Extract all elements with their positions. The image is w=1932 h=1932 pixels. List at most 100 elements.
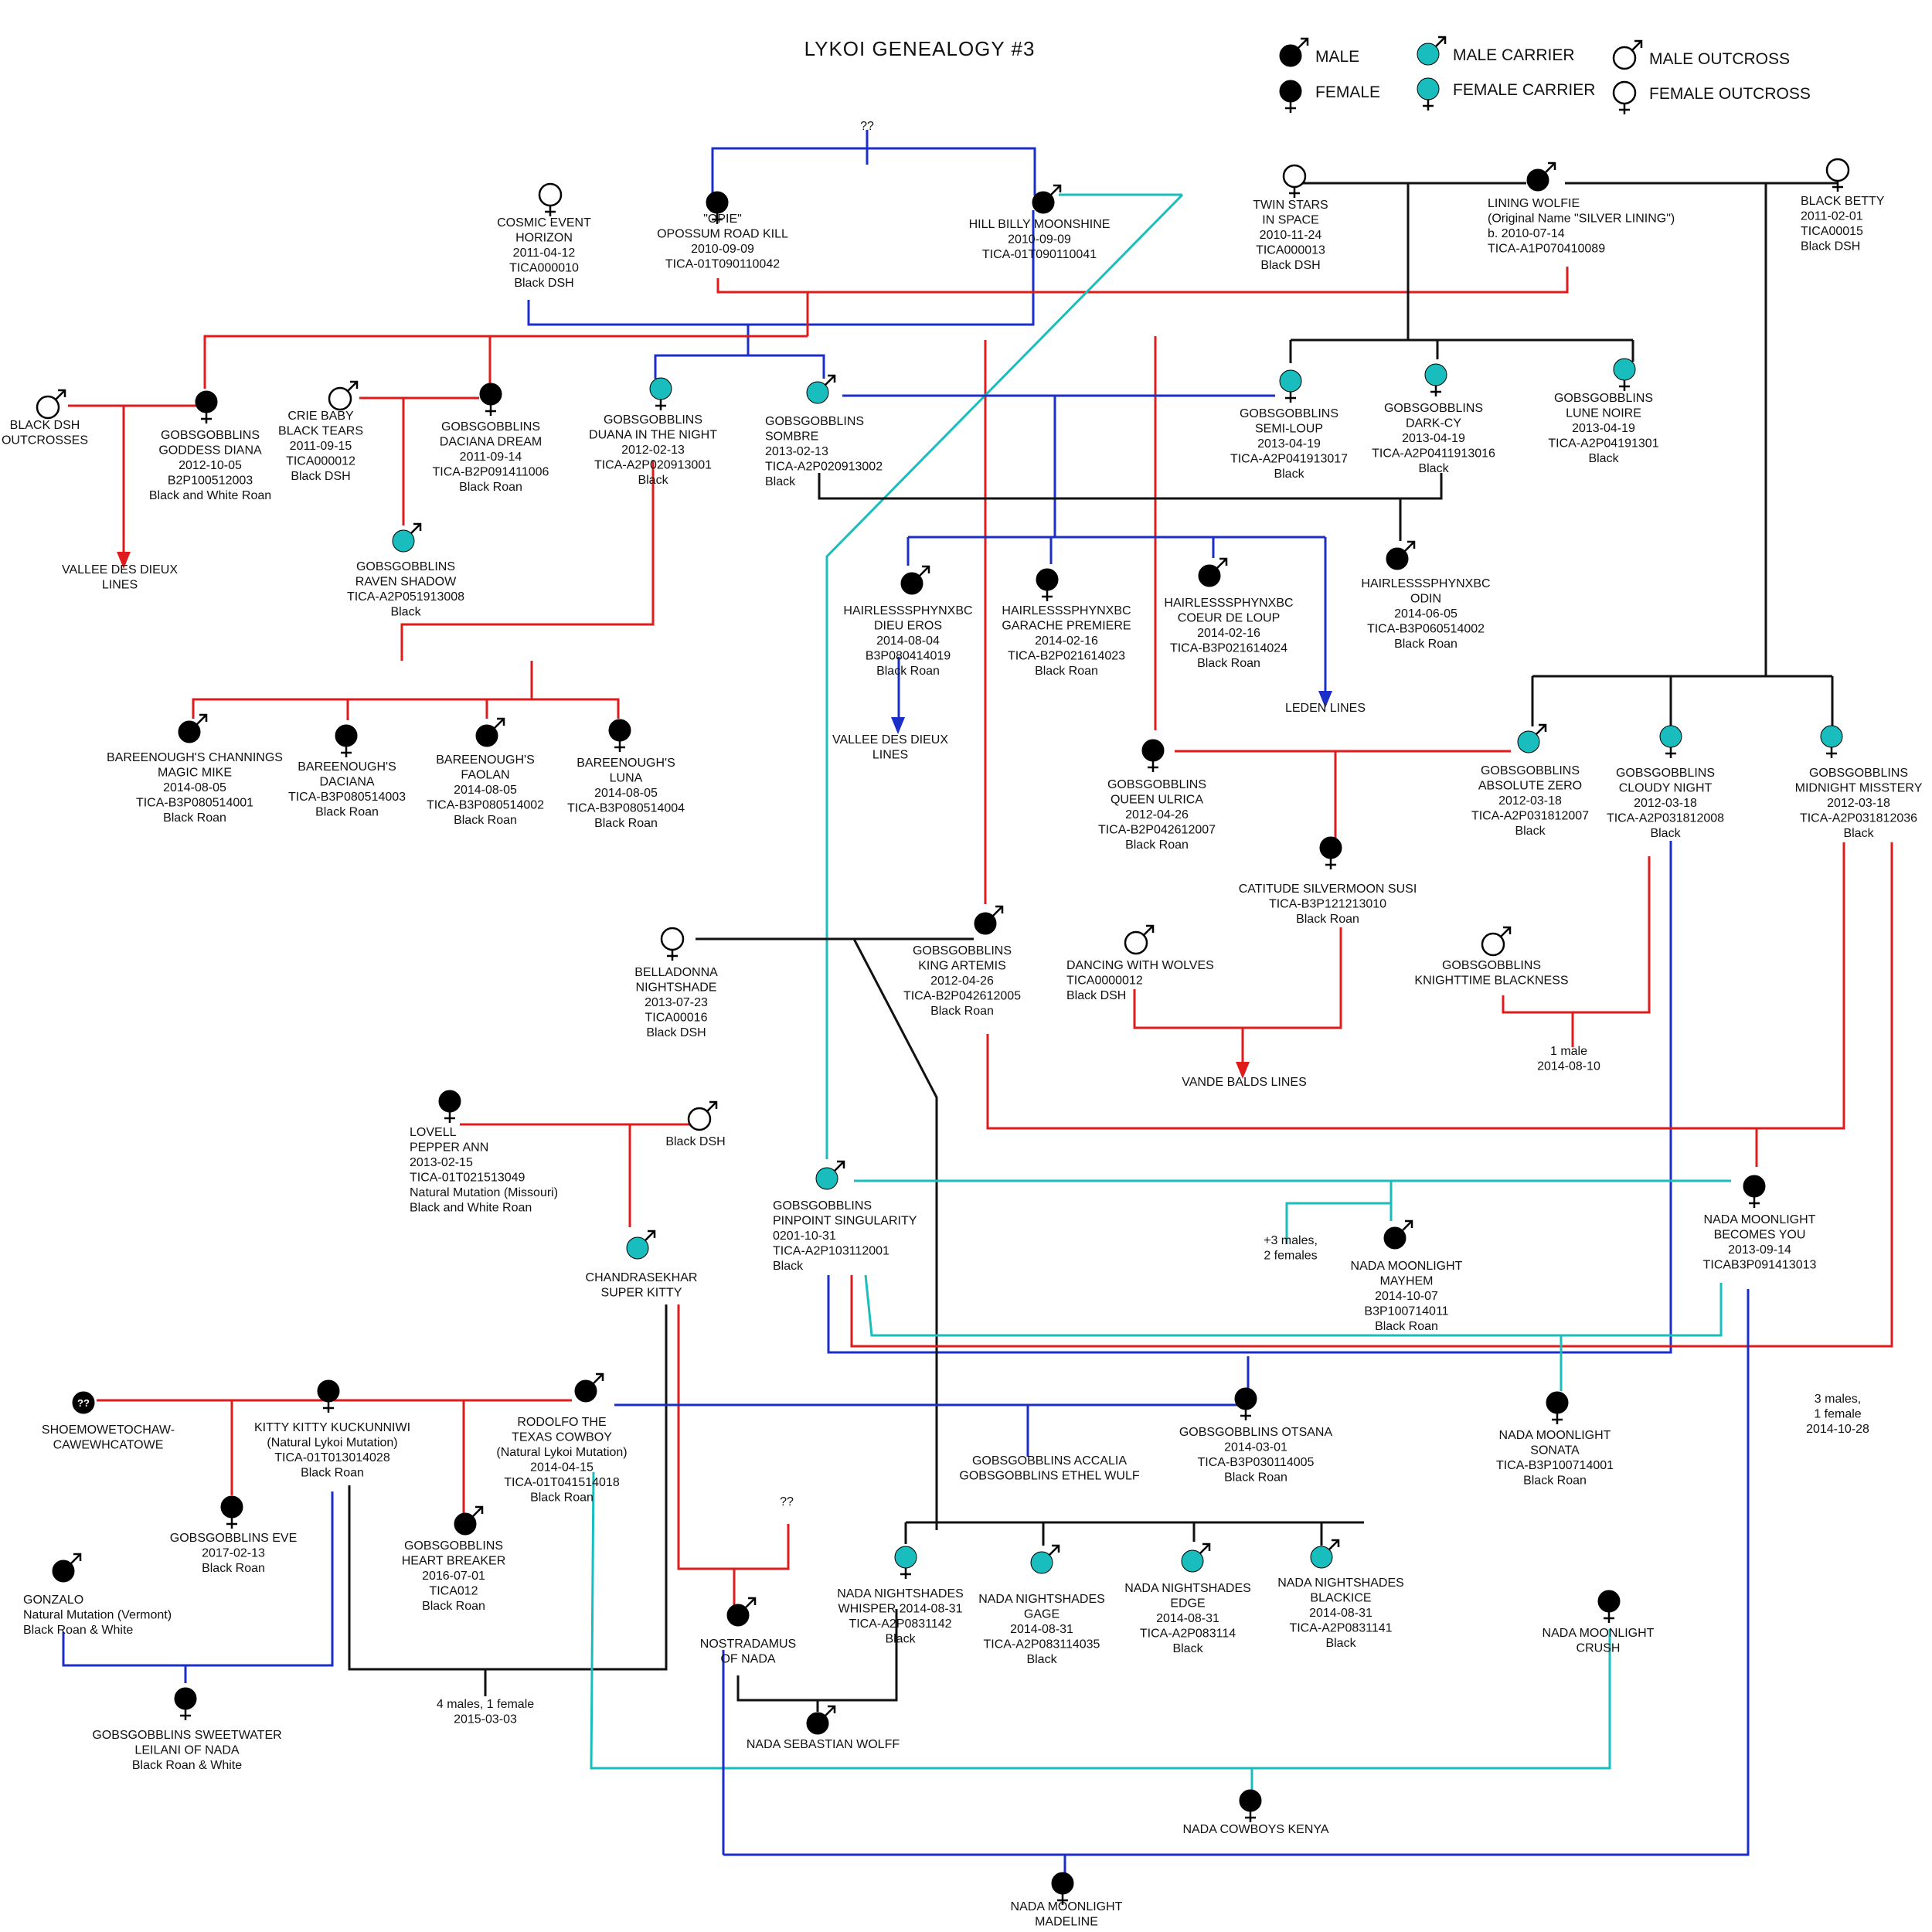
male-carrier-icon — [1310, 1546, 1333, 1569]
male-icon — [1383, 1226, 1406, 1250]
node-label-line: NADA SEBASTIAN WOLFF — [747, 1738, 900, 1751]
node-label-line: 2012-03-18 — [1634, 797, 1697, 810]
node-label-line: +3 males, — [1264, 1234, 1318, 1247]
legend-item-female-carrier: FEMALE CARRIER — [1417, 77, 1595, 111]
node-label-line: 1 male — [1550, 1045, 1587, 1058]
node-bdsh_m: Black DSH — [665, 1100, 726, 1148]
node-label-line: BELLADONNA — [634, 966, 718, 979]
female-icon — [195, 390, 218, 413]
node-label-line: GOBSGOBBLINS — [913, 944, 1012, 957]
node-vandebalds: VANDE BALDS LINES — [1182, 1076, 1307, 1089]
node-label-line: Black Roan — [876, 665, 940, 678]
node-label-line: TICA-A2P031812008 — [1607, 812, 1724, 825]
male-arrow-tip-icon — [73, 1553, 82, 1561]
male-arrow-icon — [745, 1597, 756, 1608]
node-label-line: 2011-02-01 — [1801, 210, 1863, 223]
male-arrow-icon — [834, 1161, 845, 1172]
node-label-line: Black Roan — [930, 1005, 994, 1018]
node-label-line: 0201-10-31 — [773, 1230, 836, 1243]
male-arrow-icon — [1404, 541, 1415, 552]
connector-line-47 — [1133, 927, 1342, 1029]
male-arrow-tip-icon — [58, 389, 66, 397]
node-label-line: LINES — [102, 579, 138, 592]
connector-line-1 — [867, 147, 1036, 196]
male-arrow-icon — [992, 906, 1003, 917]
node-label-line: GOBSGOBBLINS — [1240, 407, 1338, 420]
node-label-line: 2014-03-01 — [1224, 1441, 1287, 1454]
male-icon — [454, 1512, 477, 1536]
male-outcross-icon — [1481, 932, 1505, 957]
female-icon — [1743, 1175, 1766, 1198]
male-outcross-icon — [1124, 930, 1148, 955]
male-carrier-icon — [1417, 43, 1440, 66]
node-label-line: TICAB3P091413013 — [1703, 1259, 1817, 1272]
node-label-line: 2013-09-14 — [1728, 1243, 1791, 1257]
node-label-line: 3 males, — [1815, 1393, 1861, 1406]
legend-label: MALE OUTCROSS — [1649, 50, 1790, 68]
node-label-line: ?? — [780, 1495, 794, 1509]
node-label-line: Black DSH — [1260, 259, 1320, 272]
node-label-line: Black Roan — [1394, 638, 1458, 651]
male-icon — [178, 720, 201, 743]
male-arrow-tip-icon — [1202, 1543, 1211, 1551]
node-label-line: Black Roan — [454, 814, 517, 827]
node-label-line: 2011-04-12 — [513, 247, 576, 260]
node-label-line: Black Roan — [301, 1467, 364, 1480]
male-arrow-tip-icon — [828, 374, 836, 383]
male-arrow-tip-icon — [1332, 1539, 1340, 1547]
node-label-line: b. 2010-07-14 — [1488, 227, 1565, 240]
node-label-line: TICA000013 — [1256, 244, 1325, 257]
node-label: Black DSH — [665, 1135, 725, 1148]
male-arrow-icon — [347, 381, 358, 392]
connector-line-66 — [734, 1524, 790, 1570]
node-label-line: COEUR DE LOUP — [1178, 612, 1280, 625]
node-label-line: Black — [773, 1260, 804, 1273]
node-label-line: SONATA — [1530, 1444, 1580, 1458]
node-label-line: (Original Name "SILVER LINING") — [1488, 213, 1675, 226]
male-arrow-tip-icon — [350, 380, 359, 389]
node-label-line: TICA-A2P083114 — [1140, 1628, 1236, 1641]
connector-line-40 — [400, 460, 655, 661]
node-label-line: COSMIC EVENT — [497, 216, 591, 230]
node-label-line: BAREENOUGH'S — [436, 753, 535, 767]
node-label-line: 2013-04-19 — [1402, 432, 1465, 445]
node-label-line: Black — [1843, 827, 1874, 840]
node-label-line: 2014-08-05 — [454, 784, 517, 797]
female-carrier-icon — [894, 1546, 917, 1569]
node-label: SHOEMOWETOCHAW-CAWEWHCATOWE — [42, 1423, 175, 1452]
node-label-line: BLACK BETTY — [1801, 195, 1885, 208]
node-label-line: NADA NIGHTSHADES — [978, 1593, 1105, 1606]
legend-item-male-carrier: MALE CARRIER — [1417, 36, 1575, 66]
male-arrow-icon — [1049, 1545, 1060, 1556]
node-label-line: KITTY KITTY KUCKUNNIWI — [254, 1421, 410, 1434]
male-arrow-icon — [706, 1101, 717, 1112]
node-label-line: CRIE BABY — [287, 410, 354, 423]
arrow-head-2 — [1318, 691, 1332, 708]
male-arrow-tip-icon — [1634, 39, 1643, 48]
node-label-line: Black — [1515, 825, 1546, 838]
node-label-line: DARK-CY — [1406, 417, 1461, 430]
male-arrow-icon — [593, 1373, 604, 1384]
node-wolfie: LINING WOLFIE(Original Name "SILVER LINI… — [1488, 162, 1675, 256]
node-label-line: GOBSGOBBLINS — [1442, 959, 1541, 972]
arrow-head-0 — [117, 552, 131, 569]
node-label-line: WHISPER 2014-08-31 — [838, 1603, 963, 1616]
node-label-line: GOBSGOBBLINS — [404, 1539, 503, 1553]
female-carrier-icon — [1417, 77, 1440, 100]
